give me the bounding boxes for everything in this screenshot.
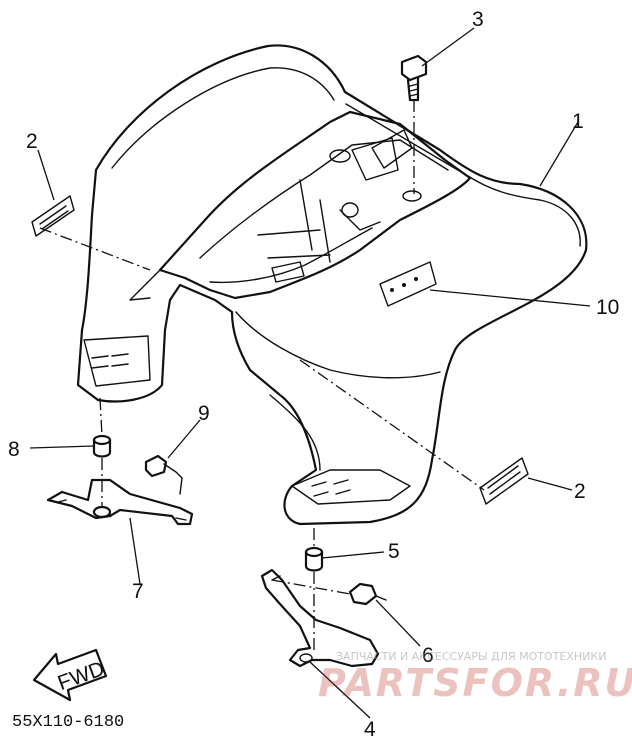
assembly-lines [39,100,485,654]
collar-part-5 [304,546,324,572]
callout-3: 3 [472,8,484,31]
callout-7: 7 [132,580,144,603]
collar-part-8 [92,434,112,458]
callout-10: 10 [596,296,619,319]
bolt-part-3 [400,54,428,102]
callout-2-left: 2 [26,130,38,153]
watermark-logo: PARTSFOR.RU [318,661,632,705]
rear-fender [76,44,588,526]
bracket-part-4 [260,568,380,668]
caution-label-right [479,457,529,505]
leader-lines [29,27,591,719]
callout-8: 8 [8,438,20,461]
bolt-part-9 [144,454,183,495]
caution-label-left [31,195,75,237]
bracket-part-7 [46,478,194,526]
forward-arrow-icon: FWD [32,648,108,702]
watermark-caption: ЗАПЧАСТИ И АКСЕССУАРЫ ДЛЯ МОТОТЕХНИКИ [336,650,606,663]
plate-label [379,261,437,307]
callout-9: 9 [198,402,210,425]
callout-4: 4 [364,718,376,741]
callout-5: 5 [388,540,400,563]
callout-1: 1 [572,110,584,133]
bolt-part-6 [348,582,387,606]
callout-6: 6 [422,644,434,667]
watermark: ЗАПЧАСТИ И АКСЕССУАРЫ ДЛЯ МОТОТЕХНИКИ PA… [318,650,632,705]
callout-2-right: 2 [574,480,586,503]
callouts: 1 2 2 3 4 5 6 7 8 9 10 [8,8,619,741]
drawing-code: 55X110-6180 [12,713,124,732]
